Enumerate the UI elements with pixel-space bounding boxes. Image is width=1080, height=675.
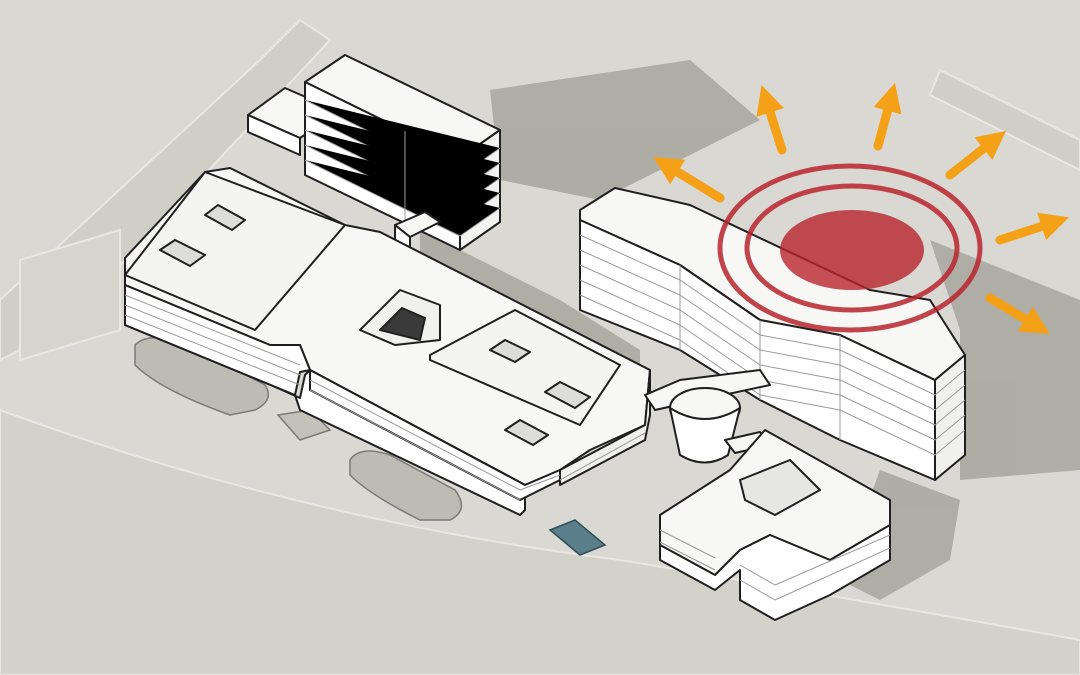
building-main-podium — [124, 167, 651, 516]
road-network — [0, 18, 1080, 675]
road-right-edge — [928, 68, 1080, 172]
podium-floor-lines — [124, 294, 646, 501]
shadow-north-block — [490, 60, 760, 200]
skylight-4 — [544, 381, 591, 409]
plaza-lower-left — [19, 228, 121, 362]
rotunda-body — [669, 407, 741, 464]
road-bottom-curve — [0, 408, 1080, 675]
podium-east-side — [559, 369, 651, 486]
podium-upper-left — [124, 171, 346, 331]
radiating-arrow-icon — [873, 82, 902, 151]
hotspot-outer-ring — [717, 163, 983, 333]
east-tower-floor-lines — [579, 234, 966, 456]
hotspot-fill — [780, 210, 924, 290]
building-southeast-block — [659, 429, 891, 621]
radiating-arrow-icon — [985, 293, 1050, 334]
radiating-arrow-icon — [756, 85, 787, 155]
building-east-tower — [579, 187, 966, 481]
skylight-5 — [504, 419, 549, 446]
radiating-arrow-icon — [945, 130, 1007, 180]
skylight-3 — [489, 339, 531, 363]
water-feature — [548, 519, 607, 556]
courtyard-center-void — [379, 307, 426, 341]
sunken-courts — [134, 336, 607, 556]
radiating-arrow-icon — [653, 156, 725, 203]
north-tower-floor-lines — [304, 99, 501, 237]
se-block-floor-lines — [659, 529, 891, 601]
radiating-arrows — [653, 82, 1069, 334]
hotspot-inner-ring — [744, 183, 960, 313]
se-block-court — [739, 459, 821, 516]
connector-rotunda — [644, 369, 771, 464]
skylight-2 — [159, 239, 206, 267]
radiating-arrow-icon — [995, 212, 1069, 245]
se-block-front — [659, 514, 891, 621]
skylight-1 — [204, 204, 246, 231]
shadow-right-block — [930, 240, 1080, 480]
hotspot-rings-icon — [717, 163, 983, 333]
north-tower-wing-side — [247, 114, 301, 156]
sunken-court-middle — [349, 450, 463, 521]
building-north-tower — [247, 54, 501, 251]
